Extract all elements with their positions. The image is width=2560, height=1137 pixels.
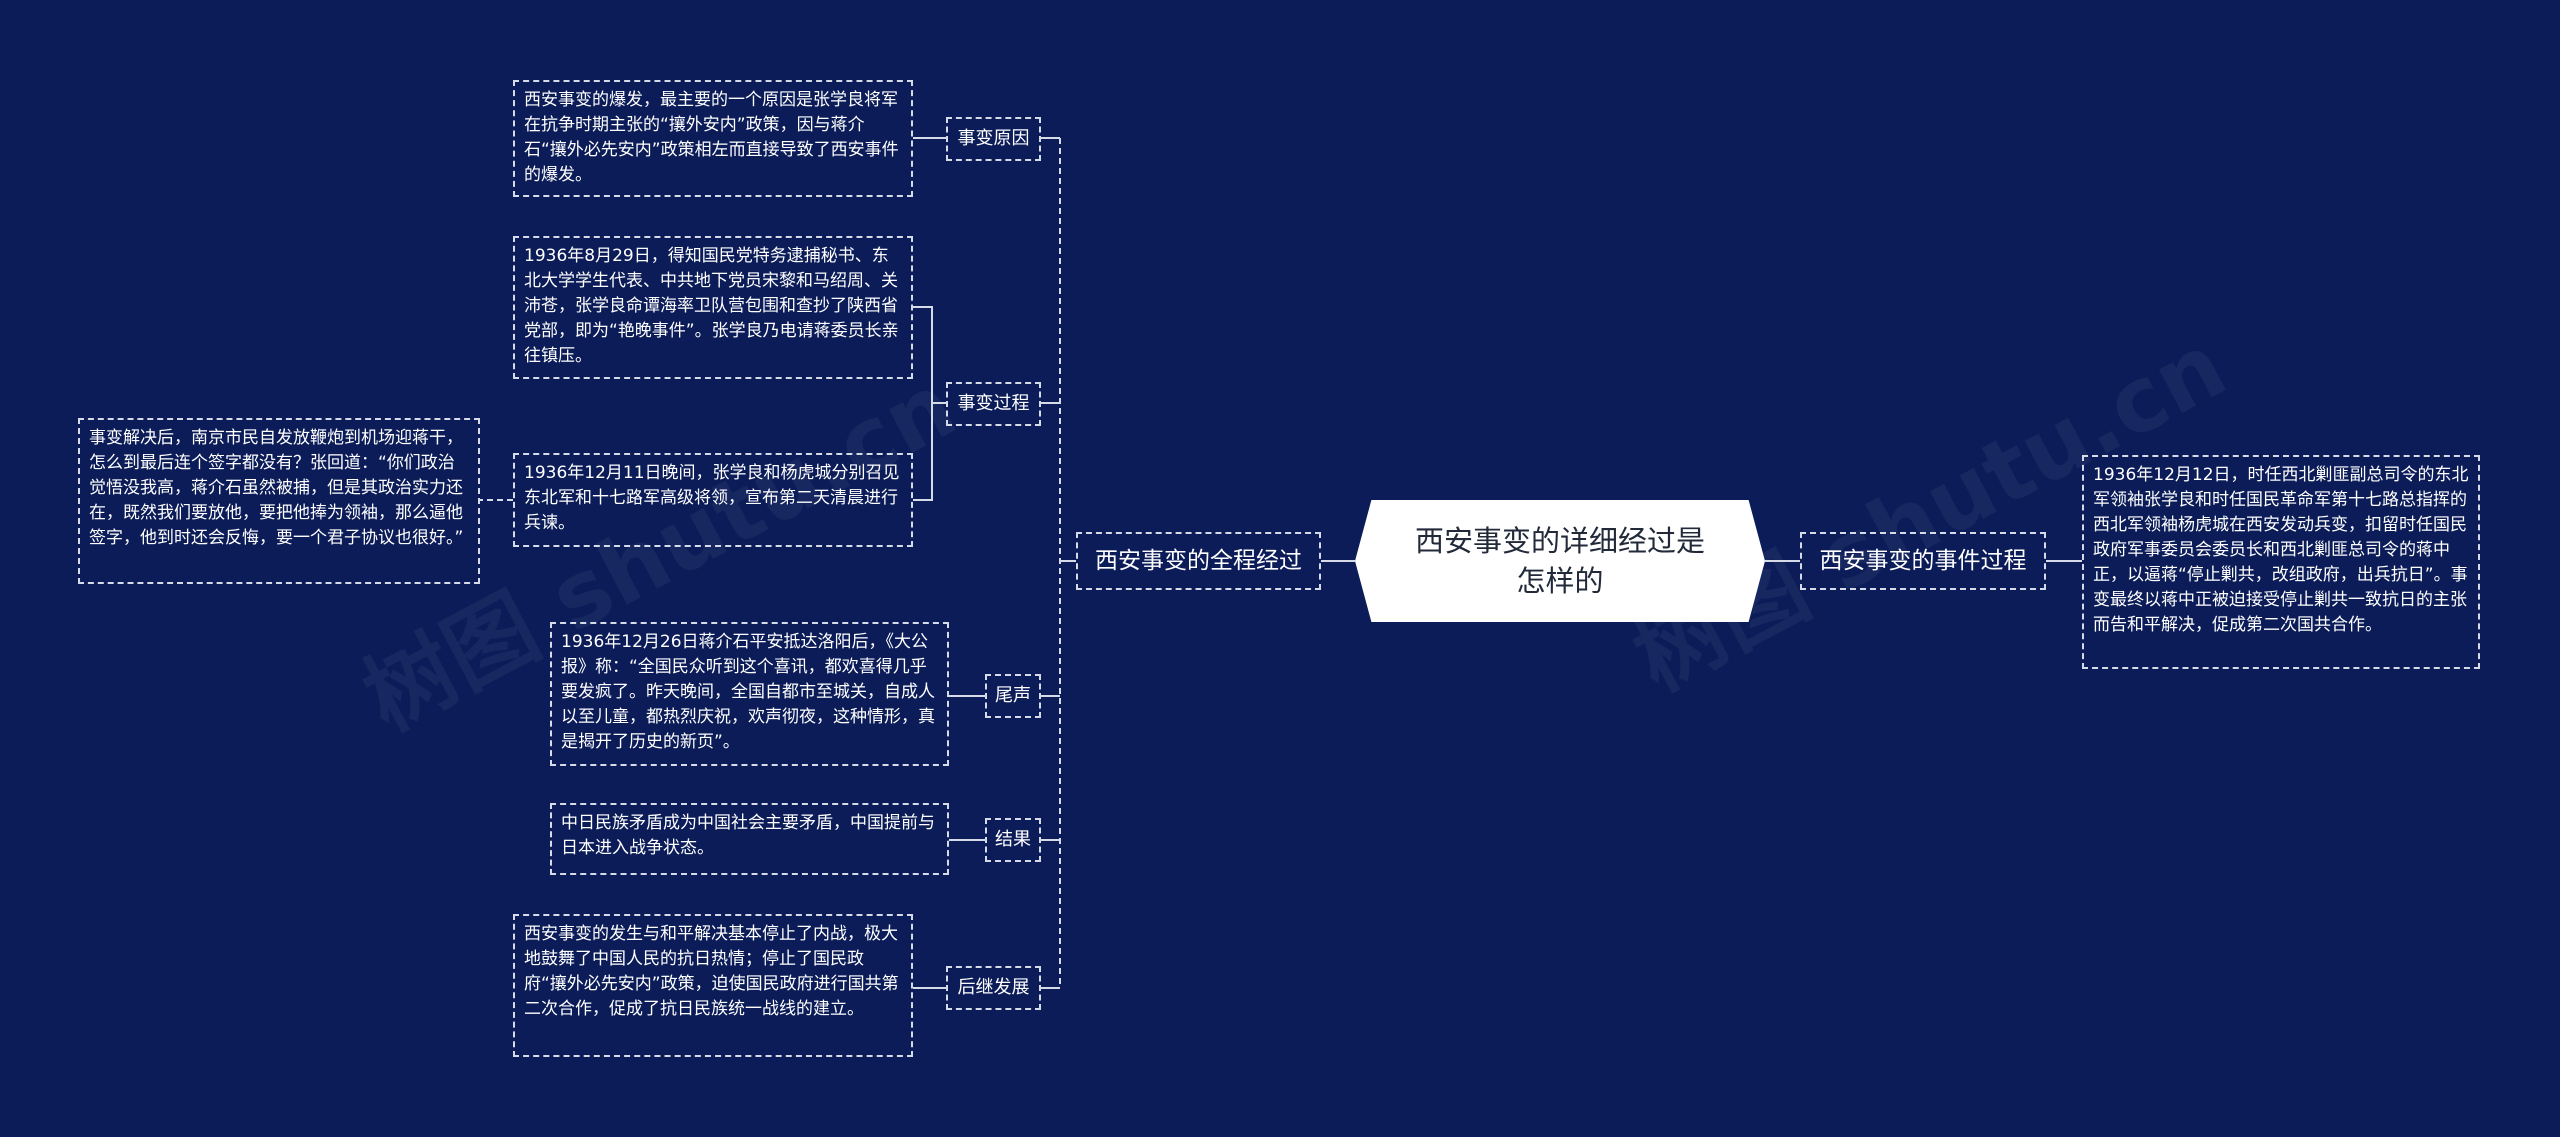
topic-process[interactable]: 事变过程 [946,382,1041,426]
topic-label: 尾声 [995,685,1031,706]
topic-label: 结果 [995,829,1031,850]
detail-process-december[interactable]: 1936年12月11日晚间，张学良和杨虎城分别召见东北军和十七路军高级将领，宣布… [513,453,913,547]
topic-label: 事变原因 [957,128,1030,149]
detail-event-process[interactable]: 1936年12月12日，时任西北剿匪副总司令的东北军领袖张学良和时任国民革命军第… [2082,455,2480,669]
detail-result[interactable]: 中日民族矛盾成为中国社会主要矛盾，中国提前与日本进入战争状态。 [550,803,949,875]
topic-aftermath[interactable]: 后继发展 [946,966,1041,1010]
root-title: 西安事变的详细经过是怎样的 [1414,524,1705,598]
detail-ending[interactable]: 1936年12月26日蒋介石平安抵达洛阳后，《大公报》称：“全国民众听到这个喜讯… [550,622,949,766]
detail-cause[interactable]: 西安事变的爆发，最主要的一个原因是张学良将军在抗争时期主张的“攘外安内”政策，因… [513,80,913,197]
topic-cause[interactable]: 事变原因 [946,117,1041,161]
detail-aftermath[interactable]: 西安事变的发生与和平解决基本停止了内战，极大地鼓舞了中国人民的抗日热情；停止了国… [513,914,913,1057]
detail-process-august[interactable]: 1936年8月29日，得知国民党特务逮捕秘书、东北大学学生代表、中共地下党员宋黎… [513,236,913,379]
root-node[interactable]: 西安事变的详细经过是怎样的 [1355,500,1765,622]
branch-label: 西安事变的全程经过 [1095,548,1302,574]
topic-ending[interactable]: 尾声 [985,674,1041,718]
topic-result[interactable]: 结果 [985,818,1041,862]
detail-process-sub[interactable]: 事变解决后，南京市民自发放鞭炮到机场迎蒋干，怎么到最后连个签字都没有？张回道：“… [78,418,480,584]
branch-full-process[interactable]: 西安事变的全程经过 [1076,532,1321,590]
topic-label: 事变过程 [957,393,1030,414]
branch-event-process[interactable]: 西安事变的事件过程 [1800,532,2046,590]
branch-label: 西安事变的事件过程 [1819,548,2027,574]
topic-label: 后继发展 [957,977,1030,998]
